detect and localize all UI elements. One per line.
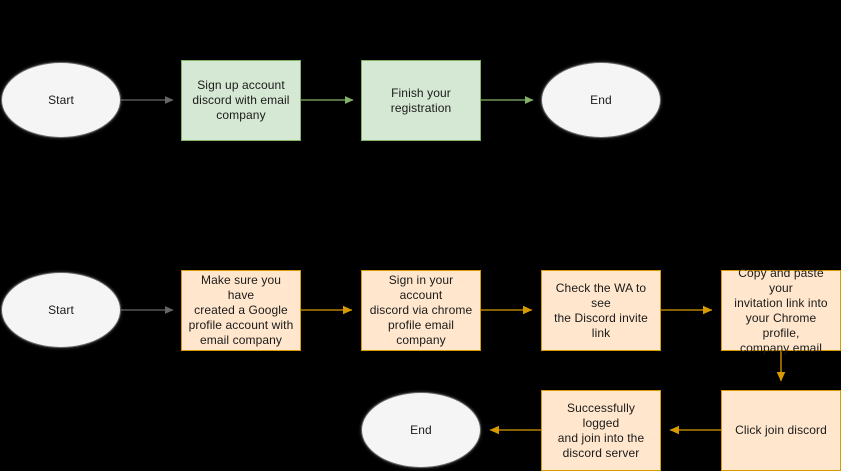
node-label: Make sure you have created a Google prof…	[188, 273, 294, 347]
node-label: Start	[48, 92, 74, 107]
node-copy-paste-invitation-link[interactable]: Copy and paste your invitation link into…	[721, 266, 841, 355]
node-finish-registration[interactable]: Finish your registration	[361, 60, 481, 141]
node-start-join-flow[interactable]: Start	[1, 272, 121, 348]
node-end-signup-flow[interactable]: End	[541, 62, 661, 138]
node-click-join-discord[interactable]: Click join discord	[721, 390, 841, 471]
node-sign-up-account-discord[interactable]: Sign up account discord with email compa…	[181, 60, 301, 141]
node-label: Check the WA to see the Discord invite l…	[554, 280, 648, 340]
node-sign-in-discord-chrome[interactable]: Sign in your account discord via chrome …	[361, 270, 481, 351]
node-end-join-flow[interactable]: End	[361, 392, 481, 468]
node-label: End	[590, 92, 612, 107]
node-label: Sign in your account discord via chrome …	[369, 273, 473, 347]
node-label: Sign up account discord with email compa…	[192, 78, 290, 122]
node-successfully-logged-joined[interactable]: Successfully logged and join into the di…	[541, 390, 661, 471]
node-start-signup-flow[interactable]: Start	[1, 62, 121, 138]
node-label: Finish your registration	[390, 85, 452, 115]
node-label: Copy and paste your invitation link into…	[734, 265, 828, 355]
node-label: Start	[48, 302, 74, 317]
node-label: Successfully logged and join into the di…	[557, 400, 645, 460]
node-create-google-profile[interactable]: Make sure you have created a Google prof…	[181, 270, 301, 351]
node-check-wa-invite-link[interactable]: Check the WA to see the Discord invite l…	[541, 270, 661, 351]
node-label: Click join discord	[735, 423, 827, 437]
node-label: End	[410, 422, 432, 437]
